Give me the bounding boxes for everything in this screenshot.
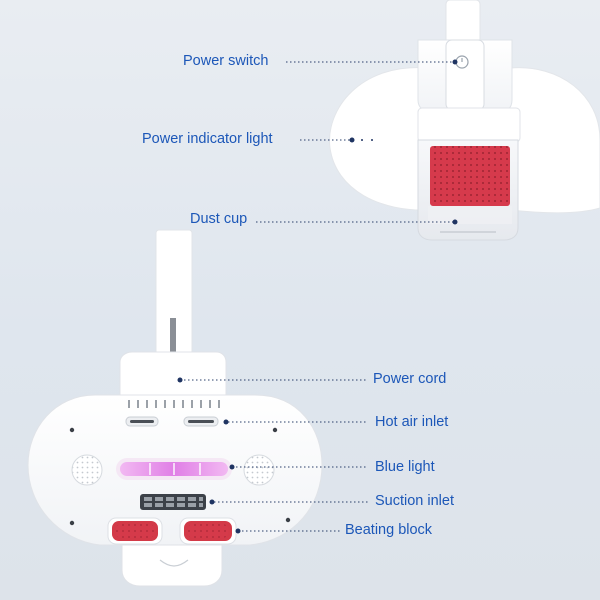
suction-inlet-slats	[144, 497, 203, 507]
screw-icon	[272, 427, 278, 433]
label-beating-block: Beating block	[345, 522, 433, 538]
bottom-foot-groove	[159, 559, 189, 567]
mid-band	[417, 107, 521, 143]
label-power-cord: Power cord	[373, 371, 447, 387]
top-cap	[119, 351, 227, 401]
dot-suction-inlet	[209, 499, 215, 505]
dot-power-indicator-trail	[361, 139, 363, 141]
dot-dust-cup	[452, 219, 458, 225]
dust-cup-filter	[430, 146, 510, 206]
screw-icon	[69, 520, 75, 526]
dot-power-indicator-trail	[371, 139, 373, 141]
switch-panel	[445, 39, 485, 111]
suction-inlet-grate	[140, 494, 206, 510]
beating-block-left-texture	[116, 524, 154, 538]
label-power-indicator: Power indicator light	[142, 131, 273, 147]
leader-lines	[180, 61, 455, 532]
grill-right	[243, 454, 275, 486]
dot-power-switch	[452, 59, 458, 65]
hot-air-slot-left-gap	[130, 420, 154, 423]
beating-block-right-texture	[188, 524, 228, 538]
left-wing	[329, 67, 431, 211]
label-hot-air-inlet: Hot air inlet	[375, 414, 449, 430]
dot-blue-light	[229, 464, 235, 470]
hot-air-slot-right-gap	[188, 420, 214, 423]
label-dust-cup: Dust cup	[190, 211, 248, 227]
bottom-device	[27, 229, 323, 587]
label-suction-inlet: Suction inlet	[375, 493, 454, 509]
leader-dots	[177, 59, 458, 534]
top-device	[329, 0, 600, 241]
right-wing	[509, 67, 600, 214]
dot-power-cord	[177, 377, 183, 383]
screw-icon	[69, 427, 75, 433]
label-power-switch: Power switch	[183, 53, 269, 69]
dot-hot-air-inlet	[223, 419, 229, 425]
grill-left	[71, 454, 103, 486]
dust-cup-bottom	[428, 206, 512, 224]
dot-power-indicator	[349, 137, 355, 143]
label-blue-light: Blue light	[375, 459, 435, 475]
vent-slits	[128, 400, 220, 408]
dot-beating-block	[235, 528, 241, 534]
screw-icon	[285, 517, 291, 523]
